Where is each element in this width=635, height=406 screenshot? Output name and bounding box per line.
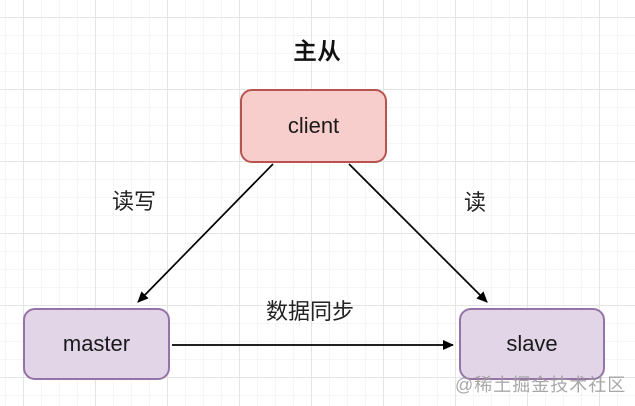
arrow-client-to-slave <box>348 163 488 303</box>
edge-label-read: 读 <box>464 190 487 215</box>
node-master: master <box>23 308 170 380</box>
node-client: client <box>240 89 387 163</box>
node-master-label: master <box>62 331 131 356</box>
edge-label-data-sync: 数据同步 <box>266 299 355 324</box>
node-slave: slave <box>459 308 605 380</box>
diagram-title: 主从 <box>293 38 342 64</box>
arrow-client-to-master <box>137 163 274 303</box>
node-client-label: client <box>287 113 340 138</box>
node-slave-label: slave <box>506 331 558 356</box>
edge-label-read-write: 读写 <box>112 189 157 214</box>
watermark: @稀土掘金技术社区 <box>455 375 627 395</box>
